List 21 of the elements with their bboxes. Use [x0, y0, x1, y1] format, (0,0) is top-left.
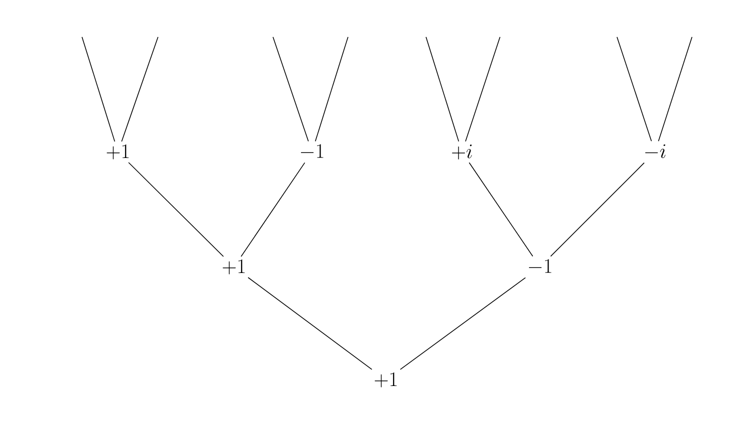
value-label: $+1$	[374, 372, 397, 388]
branch-line	[82, 36, 116, 142]
branch-line	[400, 277, 526, 370]
branch-line	[550, 162, 645, 257]
branch-line	[248, 277, 372, 370]
branch-line	[468, 162, 534, 257]
branch-line	[616, 36, 652, 142]
branch-line	[426, 36, 460, 142]
value-label: $+1$	[106, 144, 129, 160]
branch-line	[314, 36, 348, 142]
value-label: $-i$	[645, 144, 666, 158]
branch-line	[465, 36, 500, 142]
branch-line	[121, 36, 158, 142]
value-label: $+i$	[452, 144, 472, 160]
value-label: $-1$	[300, 144, 324, 158]
branch-line	[658, 36, 692, 142]
branch-line	[240, 162, 306, 257]
value-label: $+1$	[222, 259, 245, 274]
branch-line	[272, 36, 309, 142]
value-label: $-1$	[528, 259, 552, 273]
branch-line	[128, 162, 224, 257]
